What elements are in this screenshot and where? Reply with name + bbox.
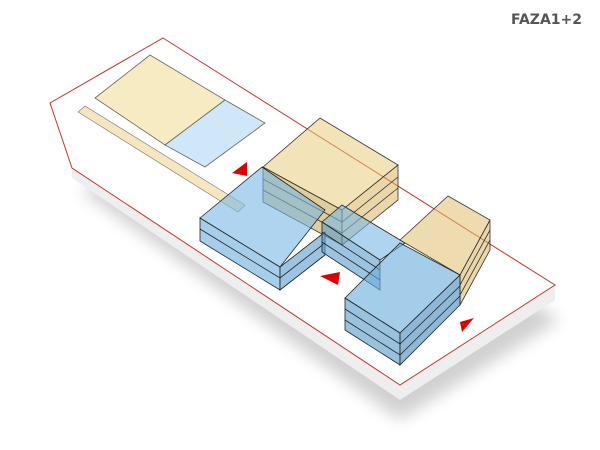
blue-plan-area bbox=[164, 99, 266, 168]
entrance-marker bbox=[320, 272, 340, 285]
yellow-volume-2 bbox=[399, 195, 491, 306]
blue-volume-3 bbox=[344, 242, 461, 366]
phase-label: FAZA1+2 bbox=[511, 12, 582, 28]
entrance-marker bbox=[232, 162, 247, 176]
entrance-marker bbox=[460, 318, 474, 332]
blue-volume-1 bbox=[199, 166, 326, 291]
